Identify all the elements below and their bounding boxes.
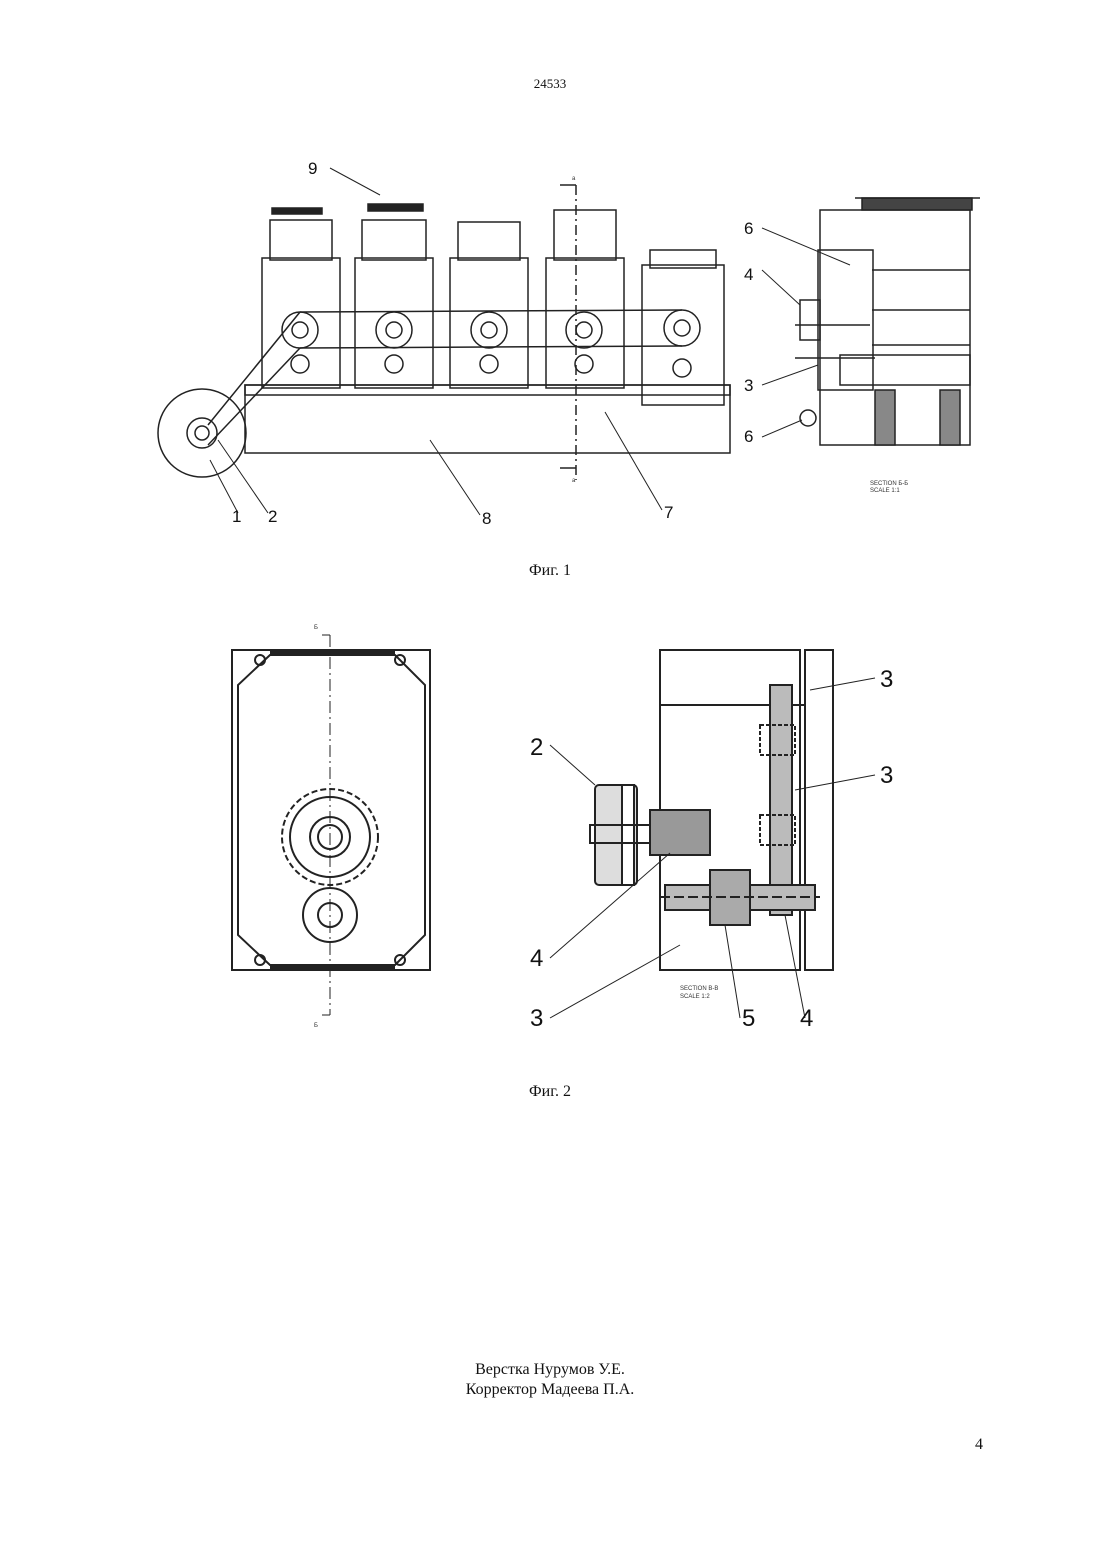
stands <box>262 210 724 405</box>
figure-1-caption: Фиг. 1 <box>0 562 1100 580</box>
figure-1-drawing: 9 6 4 3 6 1 2 8 7 а а SECTION Б-Б SCALE … <box>150 150 980 555</box>
fig1-section-note-1: SECTION Б-Б <box>870 481 908 487</box>
fig2-label-2: 2 <box>530 734 543 761</box>
fig1-label-7: 7 <box>664 503 673 522</box>
front-view <box>232 635 430 1015</box>
figure-2-drawing: 3 3 2 4 3 5 4 Б Б SECTION В-В SCALE 1:2 <box>210 615 920 1065</box>
stand-gears <box>282 310 700 377</box>
section-view <box>795 198 980 445</box>
document-number: 24533 <box>0 76 1100 92</box>
fig2-section-note-2: SCALE 1:2 <box>680 994 710 1000</box>
fig2-section-note-1: SECTION В-В <box>680 986 718 992</box>
fig1-label-1: 1 <box>232 507 241 526</box>
fig1-section-mark-top: а <box>572 176 576 182</box>
fig2-label-3c: 3 <box>530 1005 543 1032</box>
proofreader-credit: Корректор Мадеева П.А. <box>0 1380 1100 1400</box>
fig1-label-8: 8 <box>482 509 491 528</box>
fig2-label-3a: 3 <box>880 666 893 693</box>
figure-2-caption: Фиг. 2 <box>0 1083 1100 1101</box>
side-section-view <box>590 650 833 970</box>
fig1-section-mark-bottom: а <box>572 478 576 484</box>
layout-credit: Верстка Нурумов У.Е. <box>0 1360 1100 1380</box>
page-number: 4 <box>975 1436 983 1454</box>
credits-block: Верстка Нурумов У.Е. Корректор Мадеева П… <box>0 1360 1100 1400</box>
fig1-label-2: 2 <box>268 507 277 526</box>
fig1-label-6a: 6 <box>744 219 753 238</box>
fig2-label-5: 5 <box>742 1005 755 1032</box>
fig2-section-mark-top: Б <box>314 625 318 631</box>
fig2-section-mark-bottom: Б <box>314 1023 318 1029</box>
fig1-label-6b: 6 <box>744 427 753 446</box>
fig2-label-3b: 3 <box>880 762 893 789</box>
fig2-label-4a: 4 <box>530 945 543 972</box>
fig1-section-note-2: SCALE 1:1 <box>870 488 900 494</box>
fig1-label-9: 9 <box>308 159 317 178</box>
fig2-label-4b: 4 <box>800 1005 813 1032</box>
fig1-label-3: 3 <box>744 376 753 395</box>
fig1-label-4: 4 <box>744 265 753 284</box>
drive-wheel <box>158 389 246 477</box>
